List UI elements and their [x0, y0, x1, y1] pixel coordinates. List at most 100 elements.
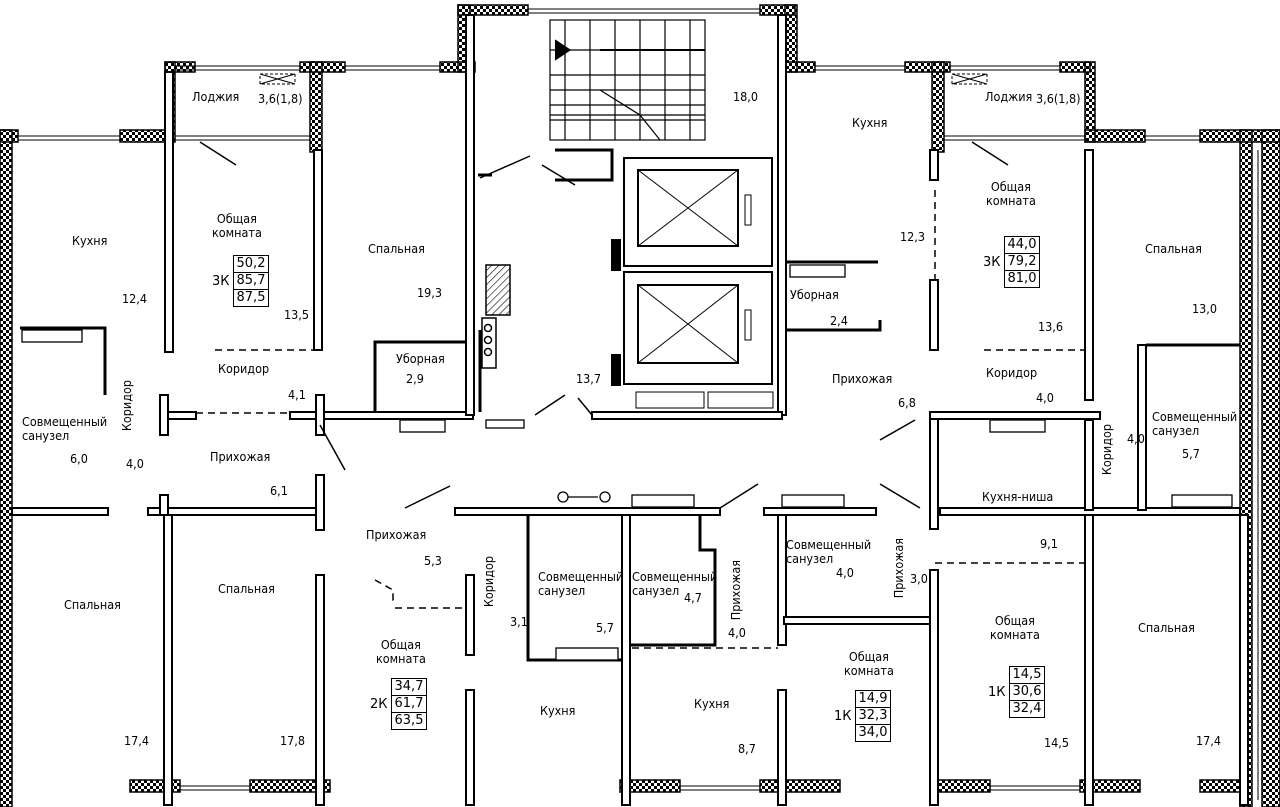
apartment-2k-summary: 2К 34,7 61,7 63,5 — [370, 678, 428, 730]
common-1k-right-area: 14,5 — [1044, 735, 1070, 750]
hall-v-1k-right-label: Прихожая — [891, 538, 906, 599]
kitchen-tl-label: Кухня — [72, 233, 108, 248]
kitchen-1k-left-label: Кухня — [694, 696, 730, 711]
bath-1k-left-area: 4,7 — [684, 590, 702, 605]
apartment-3k-right-rooms: 3К — [983, 254, 1001, 270]
apartment-1k-center-total-loggia: 34,0 — [855, 724, 891, 741]
kitchen-niche-area: 9,1 — [1040, 536, 1058, 551]
bed-2k-label: Спальная — [218, 581, 275, 596]
bed-br-label: Спальная — [1138, 620, 1195, 635]
apartment-1k-right-total: 30,6 — [1009, 683, 1045, 700]
bed-tr-area: 13,0 — [1192, 301, 1218, 316]
partitions — [20, 148, 1240, 662]
hall-3k-left-area: 6,1 — [270, 483, 288, 498]
apartment-3k-right-total-loggia: 81,0 — [1004, 270, 1040, 287]
apartment-3k-left-total-loggia: 87,5 — [233, 289, 269, 306]
wc-tr-area: 2,4 — [830, 313, 848, 328]
corridor-3k-left-label: Коридор — [218, 361, 270, 376]
common-2k-label: Общая комната — [376, 637, 426, 667]
common-3k-left-area: 13,5 — [284, 307, 310, 322]
apartment-2k-rooms: 2К — [370, 696, 388, 712]
apartment-3k-left-living: 50,2 — [236, 256, 266, 271]
zone-lines — [196, 190, 1085, 649]
windows — [18, 8, 1259, 800]
kitchen-tr-area: 12,3 — [900, 229, 926, 244]
bath-1k-left-label: Совмещенный санузел — [632, 569, 718, 599]
apartment-3k-left-rooms: 3К — [212, 273, 230, 289]
hall-2k-label: Прихожая — [366, 527, 427, 542]
apartment-3k-right-summary: 3К 44,0 79,2 81,0 — [983, 236, 1041, 288]
corridor-v-right-area: 4,0 — [1127, 431, 1145, 446]
apartment-3k-right-living: 44,0 — [1007, 237, 1037, 252]
hall-v-1k-left-area: 4,0 — [728, 625, 746, 640]
hall-2k-area: 5,3 — [424, 553, 442, 568]
elevators — [611, 157, 774, 409]
hall-3k-right-area: 6,8 — [898, 395, 916, 410]
kitchen-tr-label: Кухня — [852, 115, 888, 130]
fixtures — [21, 264, 1233, 661]
apartment-2k-living: 34,7 — [394, 679, 424, 694]
loggia-right-area: 3,6(1,8) — [1036, 91, 1081, 106]
bed-2k-area: 17,8 — [280, 733, 306, 748]
wc-tc-label: Уборная — [396, 351, 445, 366]
bed-tc-area: 19,3 — [417, 285, 443, 300]
apartment-1k-right-living: 14,5 — [1012, 667, 1042, 682]
shaft — [481, 264, 511, 369]
bed-bl-area: 17,4 — [124, 733, 150, 748]
loggia-vents — [259, 73, 988, 85]
hall-3k-left-label: Прихожая — [210, 449, 271, 464]
apartment-1k-center-summary: 1К 14,9 32,3 34,0 — [834, 690, 892, 742]
common-3k-right-area: 13,6 — [1038, 319, 1064, 334]
apartment-1k-right-summary: 1К 14,5 30,6 32,4 — [988, 666, 1046, 718]
stair-area: 18,0 — [733, 89, 759, 104]
bed-br-area: 17,4 — [1196, 733, 1222, 748]
bath-2k-area: 5,7 — [596, 620, 614, 635]
common-1k-right-label: Общая комната — [990, 613, 1040, 643]
bath-left-area: 6,0 — [70, 451, 88, 466]
apartment-3k-left-summary: 3К 50,2 85,7 87,5 — [212, 255, 270, 307]
apartment-3k-left-total: 85,7 — [233, 272, 269, 289]
corridor-v-2k-label: Коридор — [481, 556, 496, 608]
door-swings — [199, 141, 1009, 509]
loggia-left-label: Лоджия — [192, 89, 240, 104]
bath-right-label: Совмещенный санузел — [1152, 409, 1238, 439]
kitchen-2k-label: Кухня — [540, 703, 576, 718]
corridor-3k-right-label: Коридор — [986, 365, 1038, 380]
wc-tc-area: 2,9 — [406, 371, 424, 386]
kitchen-tl-area: 12,4 — [122, 291, 148, 306]
common-3k-left-label: Общая комната — [212, 211, 262, 241]
common-3k-right-label: Общая комната — [986, 179, 1036, 209]
loggia-right-label: Лоджия — [985, 89, 1033, 104]
kitchen-niche-label: Кухня-ниша — [982, 489, 1054, 504]
hall-center-area: 13,7 — [576, 371, 602, 386]
interior-walls — [11, 14, 1249, 806]
hall-v-1k-right-area: 3,0 — [910, 571, 928, 586]
corridor-v-left-label: Коридор — [119, 380, 134, 432]
apartment-2k-total-loggia: 63,5 — [391, 712, 427, 729]
stairwell — [549, 19, 706, 141]
bath-1k-right-area: 4,0 — [836, 565, 854, 580]
kitchen-1k-left-area: 8,7 — [738, 741, 756, 756]
apartment-1k-right-total-loggia: 32,4 — [1009, 700, 1045, 717]
corridor-v-right-label: Коридор — [1099, 424, 1114, 476]
corridor-3k-left-area: 4,1 — [288, 387, 306, 402]
loggia-left-area: 3,6(1,8) — [258, 91, 303, 106]
apartment-3k-right-total: 79,2 — [1004, 253, 1040, 270]
wc-tr-label: Уборная — [790, 287, 839, 302]
apartment-1k-right-rooms: 1К — [988, 684, 1006, 700]
common-1k-center-label: Общая комната — [844, 649, 894, 679]
apartment-2k-total: 61,7 — [391, 695, 427, 712]
exterior-walls — [0, 4, 1280, 807]
apartment-1k-center-rooms: 1К — [834, 708, 852, 724]
bed-tr-label: Спальная — [1145, 241, 1202, 256]
apartment-1k-center-living: 14,9 — [858, 691, 888, 706]
hall-v-1k-left-label: Прихожая — [728, 560, 743, 621]
corridor-v-2k-area: 3,1 — [510, 614, 528, 629]
corridor-3k-right-area: 4,0 — [1036, 390, 1054, 405]
bath-left-label: Совмещенный санузел — [22, 414, 108, 444]
bath-right-area: 5,7 — [1182, 446, 1200, 461]
apartment-1k-center-total: 32,3 — [855, 707, 891, 724]
bath-1k-right-label: Совмещенный санузел — [786, 537, 872, 567]
